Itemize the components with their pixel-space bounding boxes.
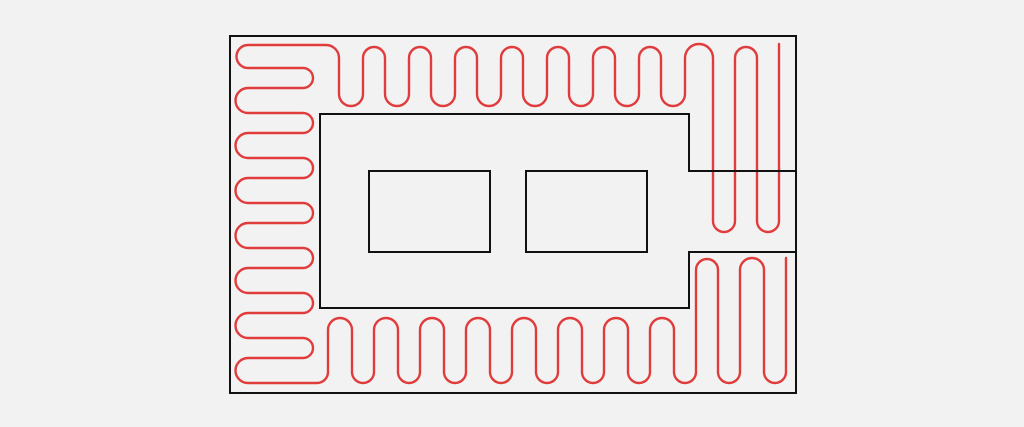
room-outline xyxy=(229,35,797,394)
heating-cable xyxy=(234,42,788,385)
left-fixture-outline xyxy=(368,170,491,253)
right-fixture-outline xyxy=(525,170,648,253)
central-zone-outline xyxy=(319,113,796,309)
